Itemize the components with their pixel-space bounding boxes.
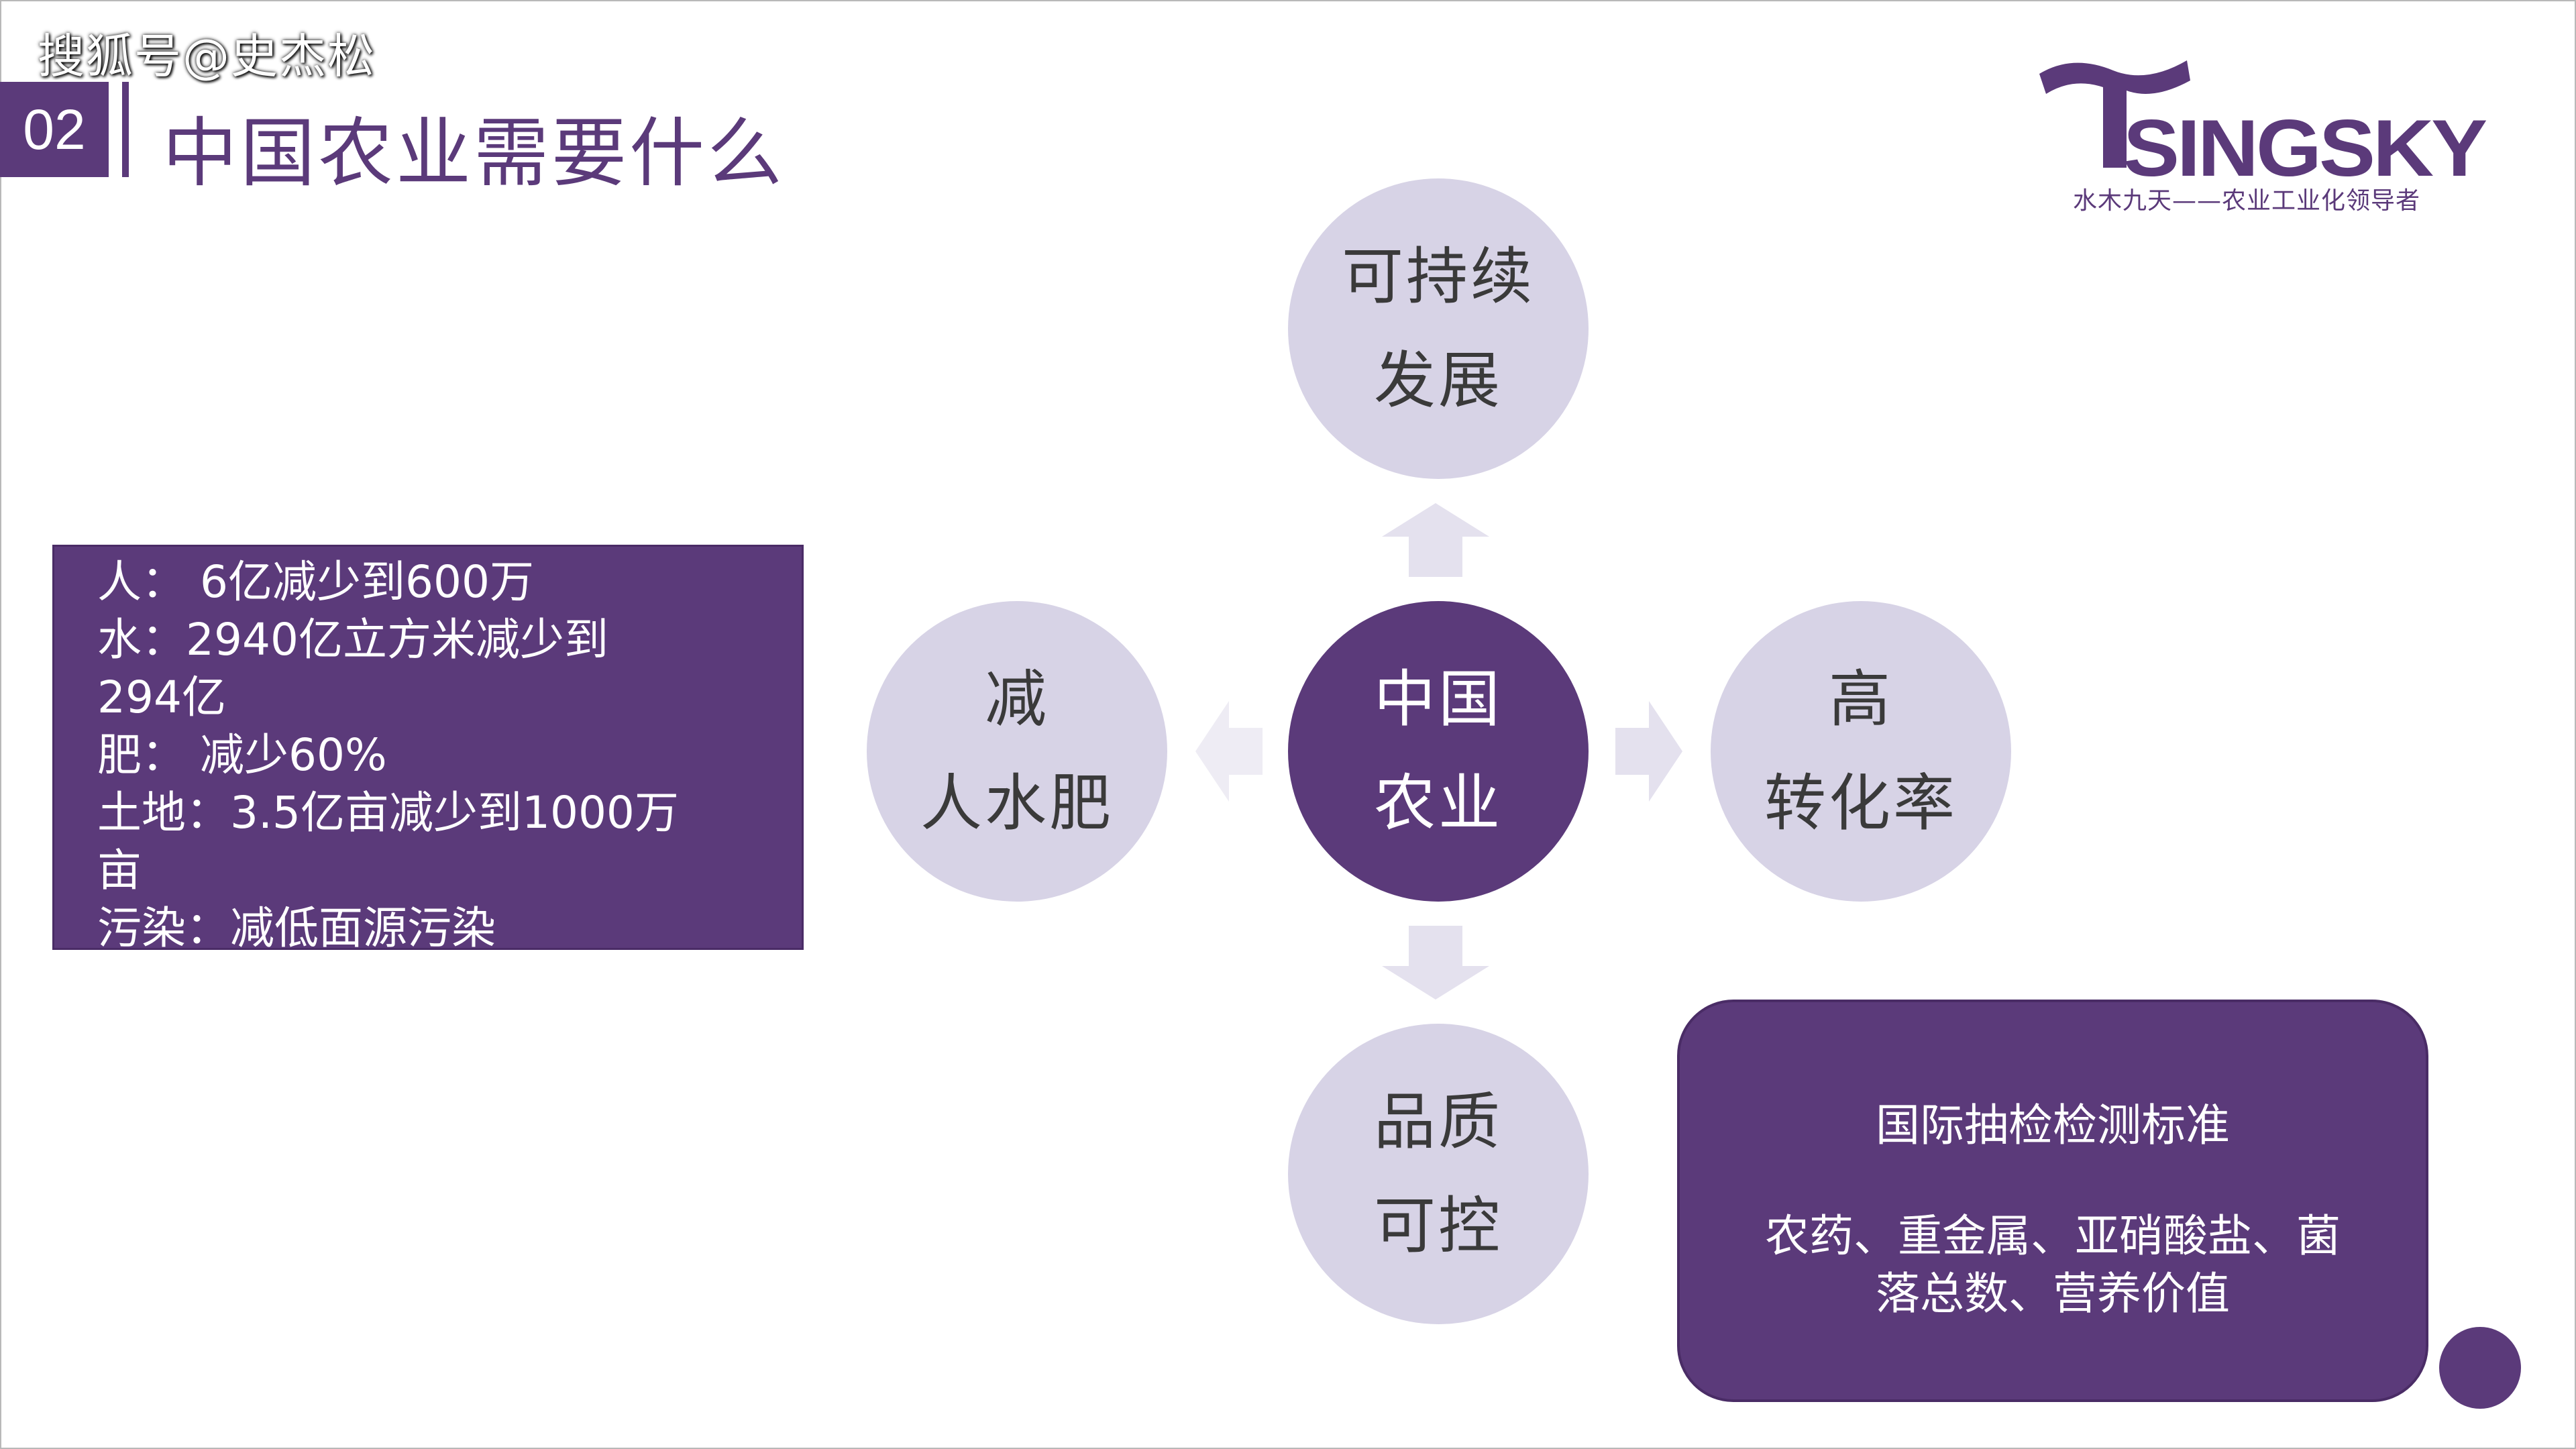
stat-pollution: 污染：减低面源污染 [97, 902, 496, 954]
circle-conversion-line1: 高 [1828, 663, 1893, 735]
stat-people: 人： 6亿减少到600万 [97, 556, 534, 608]
singsky-logo: SINGSKY 水木九天——农业工业化领导者 [2033, 47, 2487, 221]
page-title: 中国农业需要什么 [162, 110, 785, 197]
circle-sustainable: 可持续 发展 [1288, 178, 1589, 479]
arrow-down-icon [1382, 926, 1489, 1000]
arrow-up-icon [1382, 503, 1489, 577]
watermark: 搜狐号@史杰松 [38, 29, 376, 84]
section-number: 02 [0, 82, 109, 177]
stat-land: 土地：3.5亿亩减少到1000万 [97, 787, 679, 839]
circle-conversion-line2: 转化率 [1764, 767, 1957, 839]
stat-water: 水：2940亿立方米减少到 [97, 614, 608, 665]
resource-stats-box: 人： 6亿减少到600万 水：2940亿立方米减少到 294亿 肥： 减少60%… [52, 545, 804, 954]
circle-quality-line1: 品质 [1373, 1086, 1503, 1158]
circle-sustainable-line2: 发展 [1373, 345, 1503, 417]
circle-center-line2: 农业 [1373, 767, 1503, 839]
circle-center-line1: 中国 [1373, 663, 1503, 735]
section-divider [122, 82, 129, 177]
standards-line2: 落总数、营养价值 [1876, 1268, 2230, 1320]
arrow-right-icon [1615, 701, 1682, 802]
stat-water-cont: 294亿 [97, 672, 226, 723]
circle-china-agriculture: 中国 农业 [1288, 601, 1589, 902]
stat-land-cont: 亩 [97, 845, 142, 896]
decorative-dot [2439, 1327, 2521, 1409]
logo-tagline: 水木九天——农业工业化领导者 [2073, 187, 2421, 215]
standards-heading: 国际抽检检测标准 [1876, 1099, 2230, 1151]
standards-line1: 农药、重金属、亚硝酸盐、菌 [1765, 1210, 2341, 1262]
circle-sustainable-line1: 可持续 [1341, 241, 1535, 313]
circle-quality-line2: 可控 [1373, 1190, 1503, 1262]
stat-fertilizer: 肥： 减少60% [97, 729, 387, 781]
arrow-left-icon [1195, 701, 1263, 802]
circle-reduce: 减 人水肥 [867, 601, 1167, 902]
logo-t-icon [2039, 60, 2190, 168]
circle-reduce-line2: 人水肥 [920, 767, 1114, 839]
circle-conversion: 高 转化率 [1711, 601, 2011, 902]
logo-wordmark: SINGSKY [2123, 103, 2487, 193]
circle-reduce-line1: 减 [984, 663, 1049, 735]
standards-box: 国际抽检检测标准 农药、重金属、亚硝酸盐、菌 落总数、营养价值 [1677, 1000, 2428, 1402]
circle-quality: 品质 可控 [1288, 1024, 1589, 1324]
